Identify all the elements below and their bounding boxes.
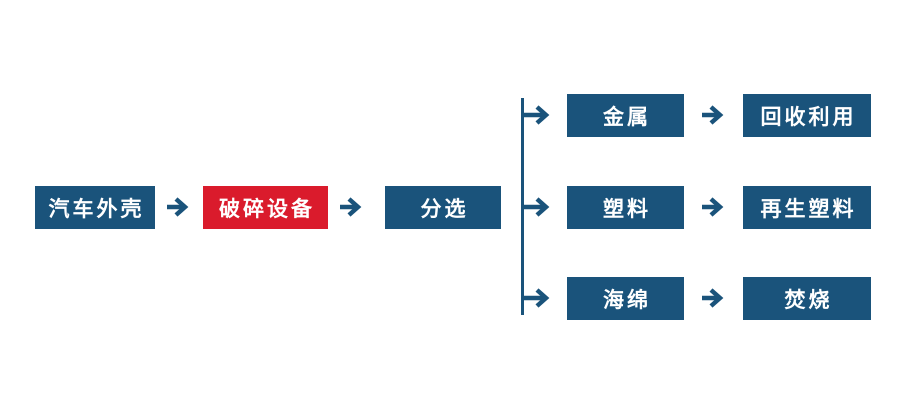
node-metal: 金属 [567, 94, 684, 137]
node-plastic: 塑料 [567, 186, 684, 229]
arrow-right-icon [339, 196, 365, 218]
node-recycle-use: 回收利用 [743, 94, 871, 137]
node-sorting: 分选 [385, 186, 501, 229]
node-sponge: 海绵 [567, 277, 684, 320]
node-incineration: 焚烧 [743, 277, 871, 320]
arrow-right-icon [166, 196, 192, 218]
arrow-right-icon [701, 287, 727, 309]
node-crushing-equipment: 破碎设备 [203, 186, 328, 229]
arrow-right-icon [523, 287, 554, 309]
node-car-shell: 汽车外壳 [35, 186, 155, 229]
branch-connector-line [521, 98, 524, 315]
arrow-right-icon [523, 104, 554, 126]
arrow-right-icon [701, 104, 727, 126]
arrow-right-icon [701, 196, 727, 218]
node-recycled-plastic: 再生塑料 [743, 186, 871, 229]
arrow-right-icon [523, 196, 554, 218]
